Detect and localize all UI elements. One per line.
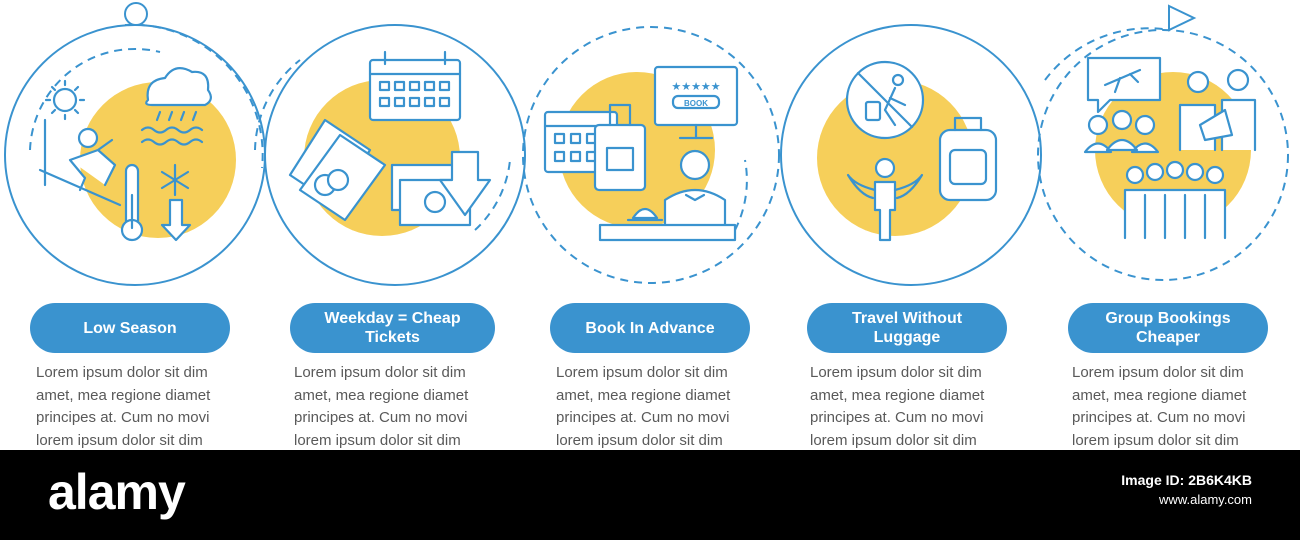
step-2-description: Lorem ipsum dolor sit dim amet, mea regi… (294, 362, 509, 450)
snowflake-icon (160, 163, 190, 197)
crowd-icon (1123, 160, 1227, 240)
backpack-icon (938, 116, 998, 202)
reception-desk (598, 223, 737, 242)
desc-line: principes at. Cum no movi (810, 409, 984, 426)
suitcase-icon (593, 103, 647, 192)
desc-line: Lorem ipsum dolor sit dim (36, 364, 208, 381)
receptionist-icon (663, 149, 727, 227)
agent-icon (1178, 68, 1257, 152)
desc-line: Lorem ipsum dolor sit dim (556, 364, 728, 381)
end-arrow-icon (1168, 4, 1197, 32)
skier-icon (38, 118, 122, 207)
desc-line: principes at. Cum no movi (294, 409, 468, 426)
winged-person-icon (846, 157, 924, 242)
monitor-label: BOOK (684, 99, 708, 108)
calendar-icon (368, 50, 462, 122)
step-5-title: Group Bookings Cheaper (1068, 303, 1268, 353)
step-1-description: Lorem ipsum dolor sit dim amet, mea regi… (36, 362, 251, 450)
thermometer-icon (120, 163, 144, 242)
monitor-stars: ★★★★★ (671, 80, 720, 93)
desc-line: lorem ipsum dolor sit dim (556, 431, 723, 449)
sun-icon (44, 79, 86, 121)
image-id: Image ID: 2B6K4KB (1121, 472, 1252, 488)
step-4-title: Travel Without Luggage (807, 303, 1007, 353)
desc-line: amet, mea regione diamet (810, 386, 985, 404)
step-2-title: Weekday = Cheap Tickets (290, 303, 495, 353)
step-1-blob (80, 82, 236, 238)
step-4-circle (780, 24, 1042, 286)
step-4-description: Lorem ipsum dolor sit dim amet, mea regi… (810, 362, 1025, 450)
bell-icon (626, 207, 664, 222)
step-2-circle (264, 24, 526, 286)
step-5-dashed-circle (1037, 29, 1289, 281)
desc-line: principes at. Cum no movi (556, 409, 730, 426)
desc-line: Lorem ipsum dolor sit dim (294, 364, 466, 381)
desc-line: amet, mea regione diamet (294, 386, 469, 404)
desc-line: Lorem ipsum dolor sit dim (1072, 364, 1244, 381)
desc-line: lorem ipsum dolor sit dim (294, 431, 461, 449)
stock-footer-bar (0, 450, 1300, 540)
step-5-description: Lorem ipsum dolor sit dim amet, mea regi… (1072, 362, 1287, 450)
site-url: www.alamy.com (1159, 492, 1252, 507)
no-luggage-icon (845, 60, 925, 140)
desc-line: lorem ipsum dolor sit dim (36, 431, 203, 449)
people-group-icon (1083, 109, 1160, 154)
down-arrow-icon (160, 198, 192, 242)
start-dot (124, 2, 148, 26)
desc-line: lorem ipsum dolor sit dim (810, 431, 977, 449)
desc-line: amet, mea regione diamet (36, 386, 211, 404)
desc-line: principes at. Cum no movi (1072, 409, 1246, 426)
image-meta: Image ID: 2B6K4KB www.alamy.com (1121, 470, 1252, 510)
desc-line: principes at. Cum no movi (36, 409, 210, 426)
monitor-icon (653, 65, 739, 140)
step-3-description: Lorem ipsum dolor sit dim amet, mea regi… (556, 362, 771, 450)
plane-speech-icon (1086, 56, 1162, 114)
down-arrow-icon (438, 150, 492, 217)
desc-line: amet, mea regione diamet (556, 386, 731, 404)
desc-line: amet, mea regione diamet (1072, 386, 1247, 404)
alamy-logo: alamy (48, 464, 186, 520)
tickets-icon (288, 118, 387, 222)
step-3-dashed-circle (522, 26, 780, 284)
diagram-art: BOOK ★★★★★ (4, 2, 1289, 286)
rain-cloud-icon (140, 67, 212, 146)
step-3-title: Book In Advance (550, 303, 750, 353)
desc-line: lorem ipsum dolor sit dim (1072, 431, 1239, 449)
step-1-title: Low Season (30, 303, 230, 353)
desc-line: Lorem ipsum dolor sit dim (810, 364, 982, 381)
